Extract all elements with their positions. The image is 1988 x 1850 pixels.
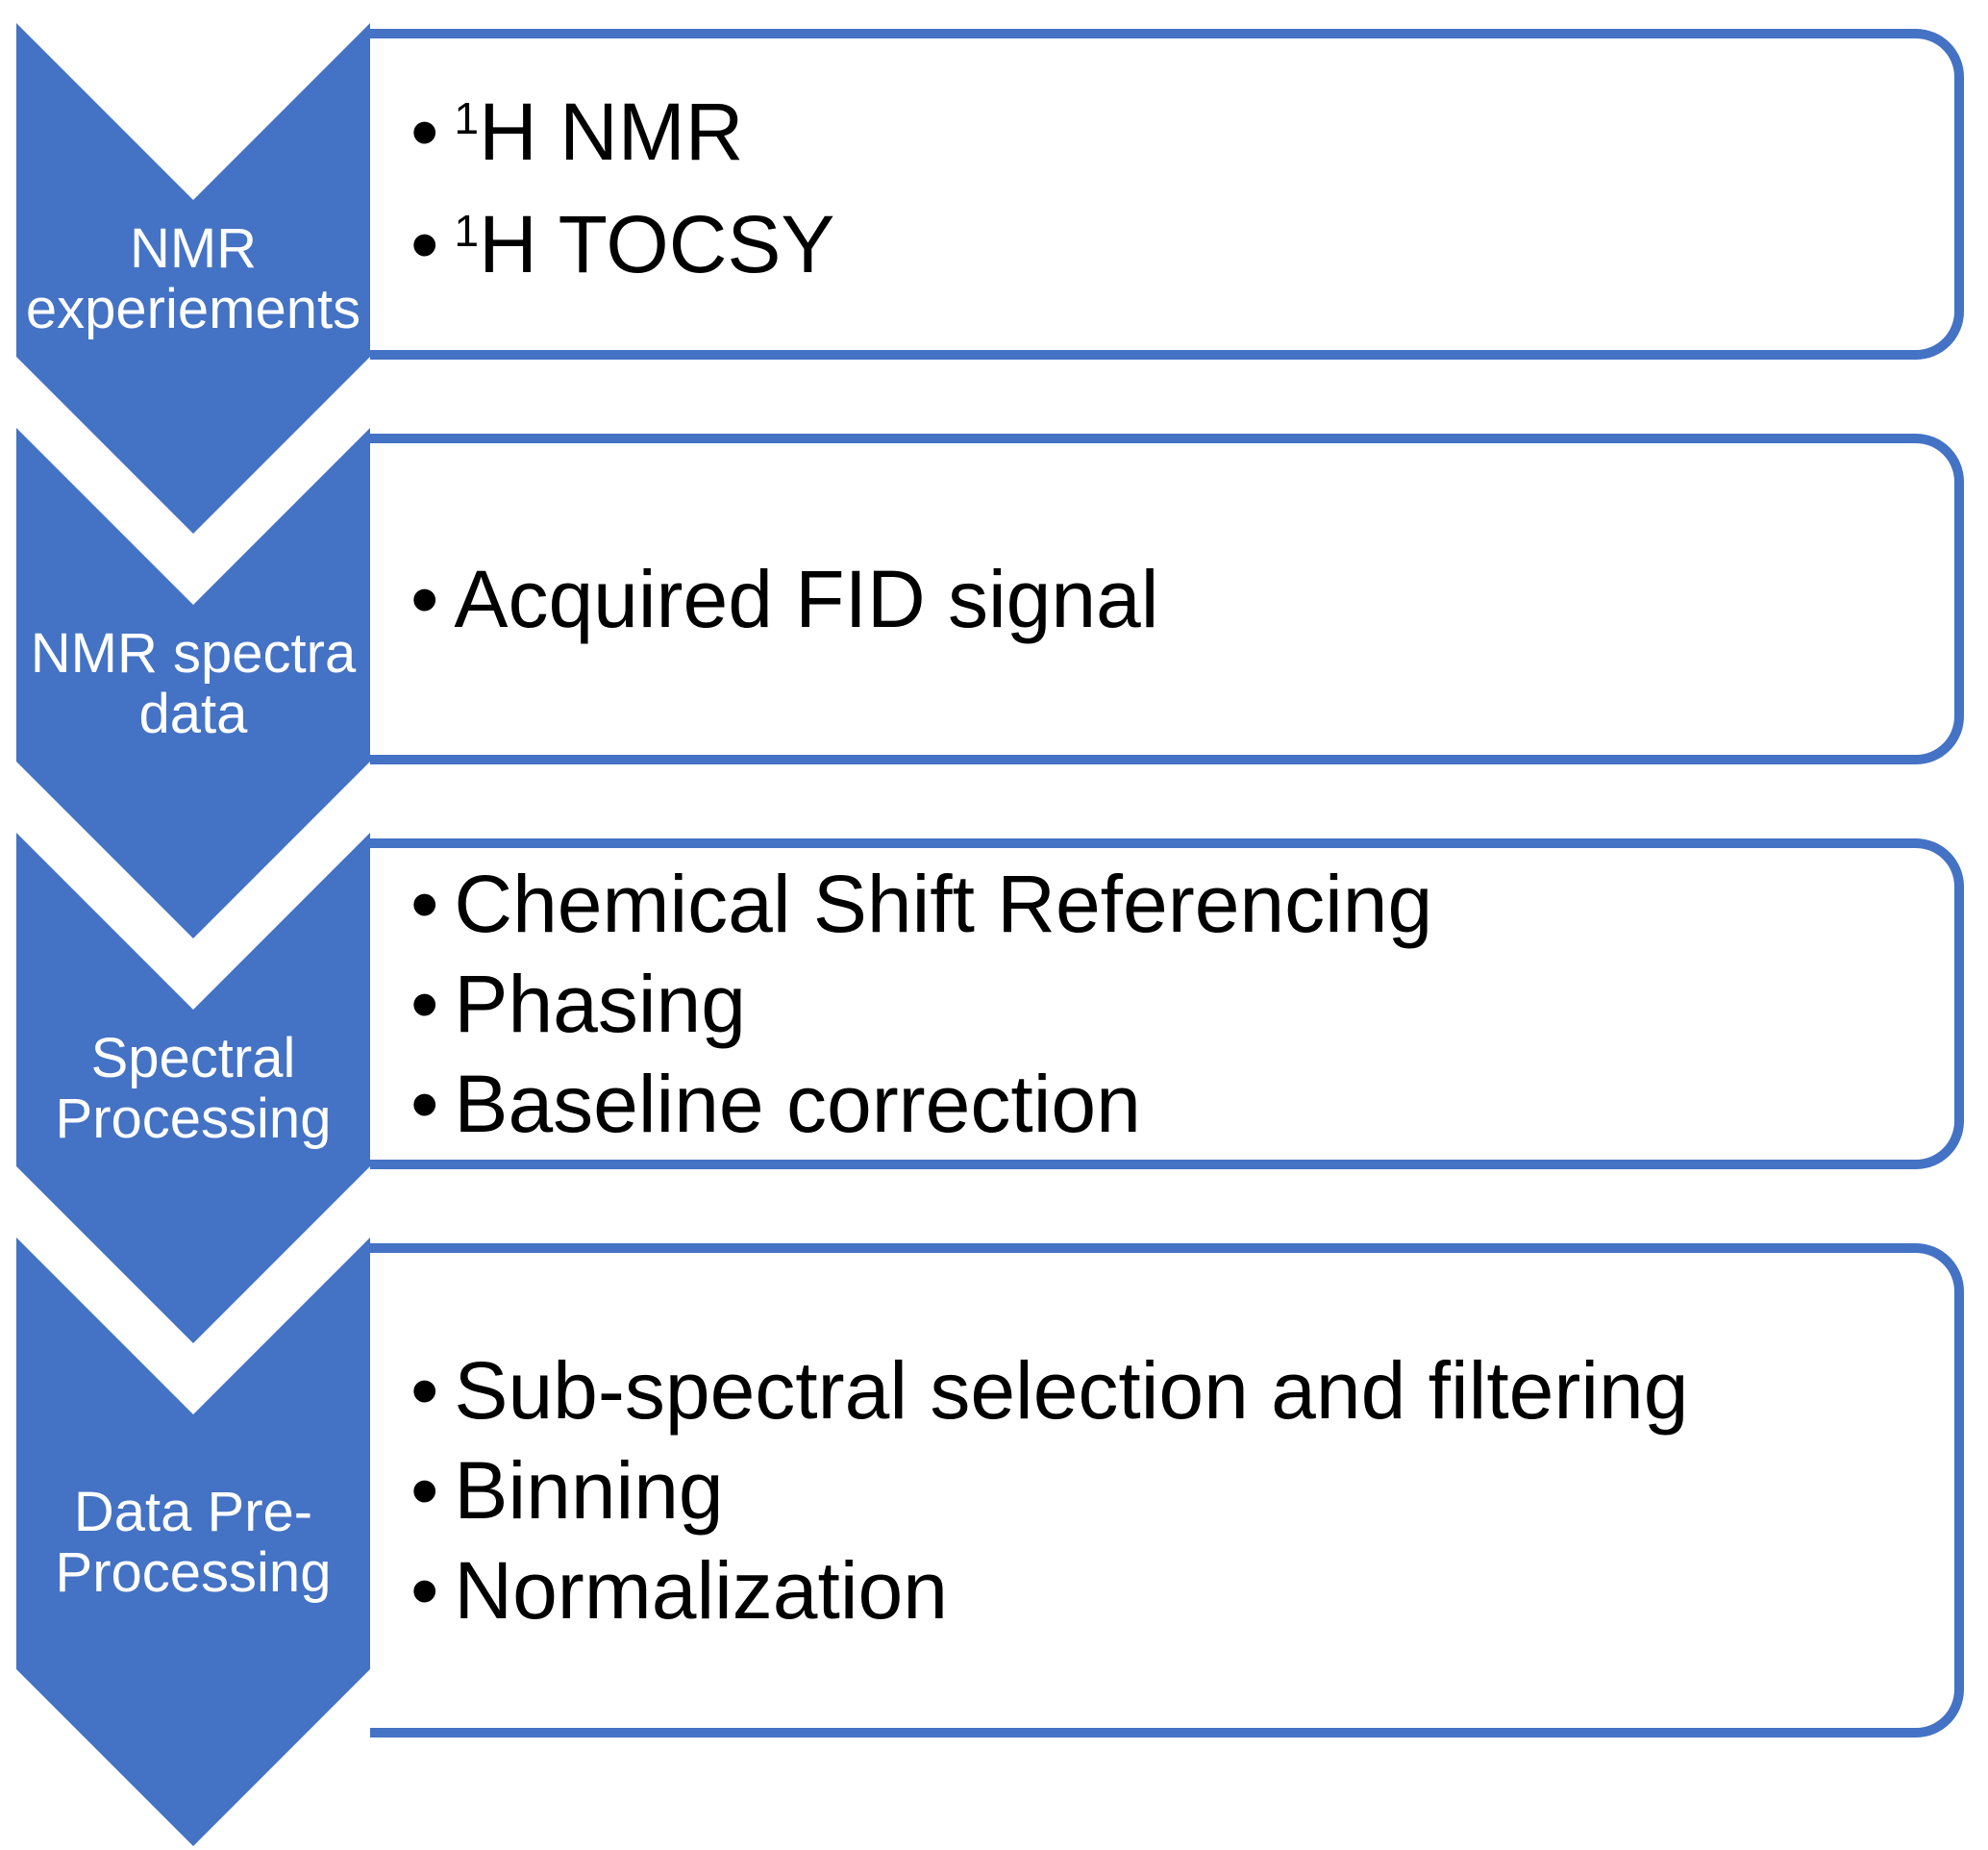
bullet-item: • 1H TOCSY bbox=[410, 194, 1926, 307]
bullet-icon: • bbox=[410, 554, 439, 644]
bullet-text: Acquired FID signal bbox=[454, 554, 1159, 644]
bullet-icon: • bbox=[410, 87, 439, 177]
bullet-text: Baseline correction bbox=[454, 1059, 1141, 1149]
chevron-label-line: NMR bbox=[129, 216, 258, 280]
step-content-box: •Sub-spectral selection and filtering•Bi… bbox=[370, 1243, 1964, 1738]
bullet-item: •Normalization bbox=[410, 1540, 1926, 1640]
bullet-item: • 1H NMR bbox=[410, 82, 1926, 194]
bullet-icon: • bbox=[410, 1545, 439, 1636]
bullet-text: Phasing bbox=[454, 959, 746, 1049]
bullet-icon: • bbox=[410, 859, 439, 949]
bullet-text: Sub-spectral selection and filtering bbox=[454, 1345, 1689, 1436]
bullet-item: •Binning bbox=[410, 1440, 1926, 1540]
bullet-item: •Baseline correction bbox=[410, 1054, 1926, 1154]
chevron-label-line: NMR spectra bbox=[30, 621, 357, 685]
bullet-text: Chemical Shift Referencing bbox=[454, 859, 1433, 949]
bullet-icon: • bbox=[410, 959, 439, 1049]
chevron-label-line: Spectral bbox=[90, 1026, 296, 1089]
bullet-text: Binning bbox=[454, 1445, 724, 1536]
step-content-box: •1H NMR•1H TOCSY bbox=[370, 29, 1964, 360]
bullet-list: •Sub-spectral selection and filtering•Bi… bbox=[410, 1340, 1926, 1640]
bullet-text: H TOCSY bbox=[479, 199, 835, 289]
chevron-label-line: Processing bbox=[55, 1540, 332, 1604]
bullet-list: •1H NMR•1H TOCSY bbox=[410, 82, 1926, 307]
chevron-label-line: experiements bbox=[25, 277, 361, 340]
bullet-icon: • bbox=[410, 1345, 439, 1436]
bullet-icon: • bbox=[410, 199, 439, 289]
isotope-superscript: 1 bbox=[454, 206, 480, 257]
chevron-label: Data Pre-Processing bbox=[56, 1482, 332, 1603]
bullet-item: •Acquired FID signal bbox=[410, 549, 1926, 649]
isotope-superscript: 1 bbox=[454, 93, 480, 144]
bullet-item: •Sub-spectral selection and filtering bbox=[410, 1340, 1926, 1440]
bullet-icon: • bbox=[410, 1059, 439, 1149]
bullet-list: •Chemical Shift Referencing•Phasing•Base… bbox=[410, 854, 1926, 1154]
chevron-label-line: Processing bbox=[55, 1087, 332, 1150]
chevron-label-line: Data Pre- bbox=[73, 1480, 313, 1543]
chevron-label-line: data bbox=[138, 682, 248, 745]
bullet-item: •Chemical Shift Referencing bbox=[410, 854, 1926, 954]
step-content-box: •Chemical Shift Referencing•Phasing•Base… bbox=[370, 838, 1964, 1169]
bullet-text: Normalization bbox=[454, 1545, 948, 1636]
bullet-text: H NMR bbox=[479, 87, 744, 177]
bullet-icon: • bbox=[410, 1445, 439, 1536]
step-content-box: •Acquired FID signal bbox=[370, 434, 1964, 764]
bullet-list: •Acquired FID signal bbox=[410, 549, 1926, 649]
bullet-item: •Phasing bbox=[410, 954, 1926, 1054]
